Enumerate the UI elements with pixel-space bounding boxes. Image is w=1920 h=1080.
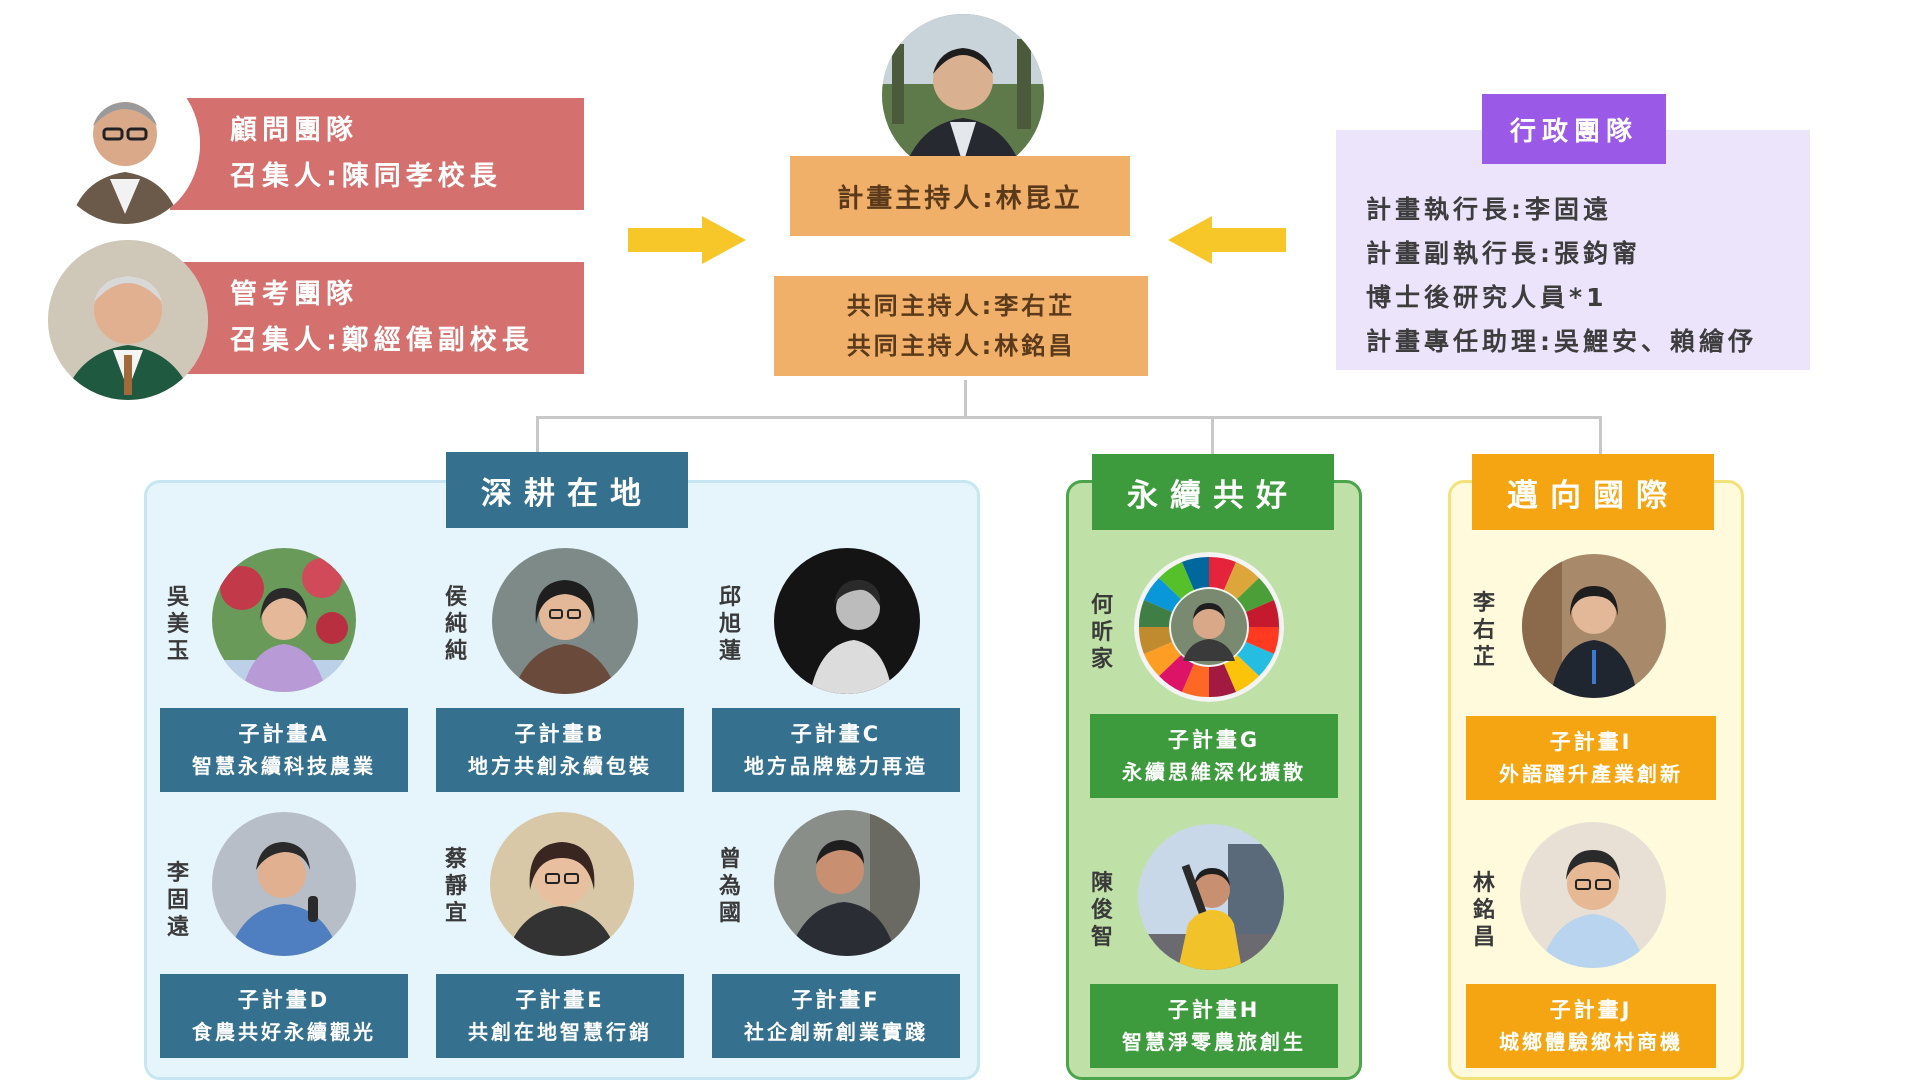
project-f-desc: 社企創新創業實踐 [744, 1020, 928, 1044]
project-d-photo [212, 812, 356, 956]
project-i-label: 子計畫I [1549, 730, 1633, 754]
project-d-desc: 食農共好永續觀光 [192, 1020, 376, 1044]
audit-convener-photo [48, 240, 208, 400]
admin-title: 行政團隊 [1482, 94, 1666, 164]
copi-box: 共同主持人:李右芷 共同主持人:林銘昌 [774, 276, 1148, 376]
project-g-leader-name: 何昕家 [1090, 593, 1113, 672]
section-local-title: 深耕在地 [446, 452, 688, 528]
audit-team-box: 管考團隊 召集人:鄭經偉副校長 [170, 262, 584, 374]
project-b-box: 子計畫B 地方共創永續包裝 [436, 708, 684, 792]
project-c-box: 子計畫C 地方品牌魅力再造 [712, 708, 960, 792]
project-b-photo [492, 548, 638, 694]
project-g-box: 子計畫G 永續思維深化擴散 [1090, 714, 1338, 798]
project-j-photo [1520, 822, 1666, 968]
advisory-convener-photo [50, 64, 200, 224]
project-f-leader-name: 曾為國 [718, 847, 741, 926]
project-e-photo [490, 812, 634, 956]
project-d-leader-name: 李固遠 [166, 861, 189, 940]
pi-photo [882, 14, 1044, 176]
project-f-box: 子計畫F 社企創新創業實踐 [712, 974, 960, 1058]
project-b-label: 子計畫B [514, 722, 606, 746]
project-g-label: 子計畫G [1167, 728, 1261, 752]
advisory-team-title: 顧問團隊 [230, 115, 358, 146]
project-g-photo [1134, 552, 1284, 702]
admin-panel: 計畫執行長:李固遠 計畫副執行長:張鈞甯 博士後研究人員*1 計畫專任助理:吳鯉… [1336, 130, 1810, 370]
admin-item-1: 計畫執行長:李固遠 [1366, 195, 1612, 224]
project-a-desc: 智慧永續科技農業 [192, 754, 376, 778]
project-h-leader-name: 陳俊智 [1090, 871, 1113, 950]
project-e-label: 子計畫E [515, 988, 605, 1012]
project-b-desc: 地方共創永續包裝 [468, 754, 652, 778]
project-i-photo [1522, 554, 1666, 698]
project-d-box: 子計畫D 食農共好永續觀光 [160, 974, 408, 1058]
project-i-leader-name: 李右芷 [1472, 591, 1495, 670]
audit-convener: 召集人:鄭經偉副校長 [230, 325, 534, 356]
project-j-label: 子計畫J [1549, 998, 1633, 1022]
connector-intl [1599, 416, 1602, 456]
connector-horizontal [536, 416, 1602, 419]
project-e-desc: 共創在地智慧行銷 [468, 1020, 652, 1044]
project-c-leader-name: 邱旭蓮 [718, 585, 741, 664]
pi-label: 計畫主持人:林昆立 [837, 183, 1083, 214]
project-c-photo [774, 548, 920, 694]
section-sustain-title: 永續共好 [1092, 454, 1334, 530]
project-c-label: 子計畫C [790, 722, 882, 746]
project-i-box: 子計畫I 外語躍升產業創新 [1466, 716, 1716, 800]
admin-title-text: 行政團隊 [1509, 116, 1638, 147]
pi-box: 計畫主持人:林昆立 [790, 156, 1130, 236]
project-j-leader-name: 林銘昌 [1472, 871, 1495, 950]
arrow-left-icon [1168, 216, 1286, 264]
project-h-box: 子計畫H 智慧淨零農旅創生 [1090, 984, 1338, 1068]
advisory-team-box: 顧問團隊 召集人:陳同孝校長 [170, 98, 584, 210]
project-a-leader-name: 吳美玉 [166, 585, 189, 664]
project-a-label: 子計畫A [238, 722, 330, 746]
copi-line-1: 共同主持人:李右芷 [846, 292, 1076, 320]
connector-sustain [1211, 416, 1214, 456]
project-g-desc: 永續思維深化擴散 [1122, 760, 1306, 784]
project-c-desc: 地方品牌魅力再造 [744, 754, 928, 778]
project-h-photo [1138, 824, 1284, 970]
project-j-desc: 城鄉體驗鄉村商機 [1499, 1030, 1683, 1054]
project-b-leader-name: 侯純純 [444, 585, 467, 664]
project-i-desc: 外語躍升產業創新 [1499, 762, 1683, 786]
project-h-desc: 智慧淨零農旅創生 [1122, 1030, 1306, 1054]
project-j-box: 子計畫J 城鄉體驗鄉村商機 [1466, 984, 1716, 1068]
copi-line-2: 共同主持人:林銘昌 [846, 332, 1076, 360]
project-f-photo [774, 810, 920, 956]
sdg-wheel-icon [1134, 552, 1284, 702]
connector-vertical-main [964, 380, 967, 418]
project-a-box: 子計畫A 智慧永續科技農業 [160, 708, 408, 792]
admin-item-3: 博士後研究人員*1 [1366, 283, 1608, 312]
project-a-photo [212, 548, 356, 692]
admin-item-2: 計畫副執行長:張鈞甯 [1366, 239, 1641, 268]
project-h-label: 子計畫H [1167, 998, 1261, 1022]
section-intl-title: 邁向國際 [1472, 454, 1714, 530]
arrow-right-icon [628, 216, 746, 264]
admin-item-4: 計畫專任助理:吳鯉安、賴繪伃 [1366, 327, 1757, 356]
audit-team-title: 管考團隊 [230, 279, 358, 310]
project-d-label: 子計畫D [237, 988, 331, 1012]
project-e-leader-name: 蔡靜宜 [444, 847, 467, 926]
project-e-box: 子計畫E 共創在地智慧行銷 [436, 974, 684, 1058]
project-f-label: 子計畫F [791, 988, 881, 1012]
connector-local [536, 416, 539, 456]
advisory-convener: 召集人:陳同孝校長 [230, 161, 502, 192]
